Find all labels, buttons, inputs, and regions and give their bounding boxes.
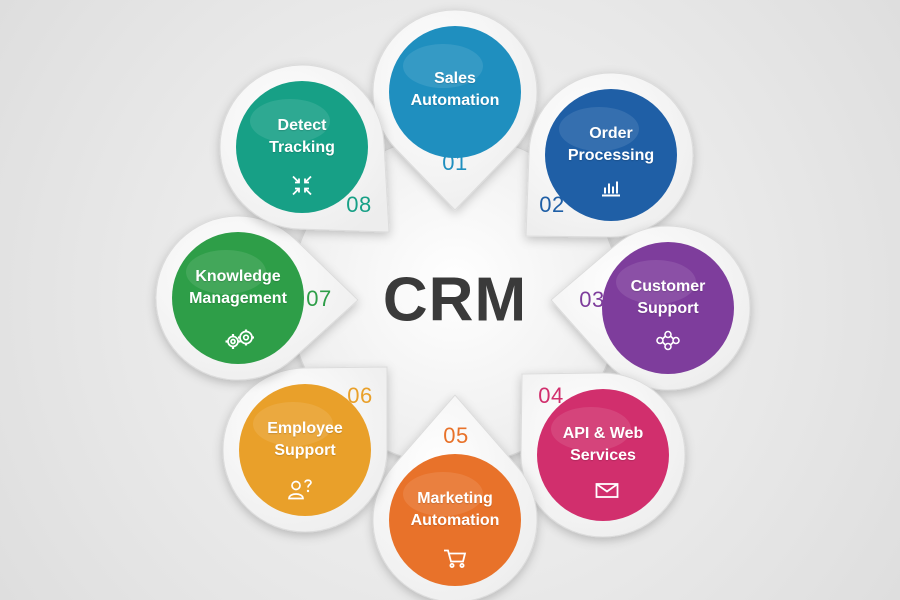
petal-03 <box>550 225 751 391</box>
petal-05 <box>372 394 538 600</box>
petal-circle <box>537 389 669 521</box>
petal-highlight <box>253 402 333 446</box>
petal-02 <box>525 72 694 238</box>
petal-highlight <box>403 472 483 516</box>
petal-07 <box>155 215 359 381</box>
petal-circle <box>389 454 521 586</box>
petal-circle <box>602 242 734 374</box>
petal-circle <box>545 89 677 221</box>
petal-highlight <box>186 250 266 294</box>
petal-highlight <box>551 407 631 451</box>
petal-highlight <box>250 99 330 143</box>
petal-circle <box>239 384 371 516</box>
petal-highlight <box>559 107 639 151</box>
petal-08 <box>219 64 390 233</box>
petal-highlight <box>403 44 483 88</box>
petal-circle <box>172 232 304 364</box>
petal-circle <box>236 81 368 213</box>
petal-highlight <box>616 260 696 304</box>
petal-06 <box>222 366 388 533</box>
petal-01 <box>372 9 538 211</box>
petal-circle <box>389 26 521 158</box>
petal-04 <box>520 372 686 538</box>
